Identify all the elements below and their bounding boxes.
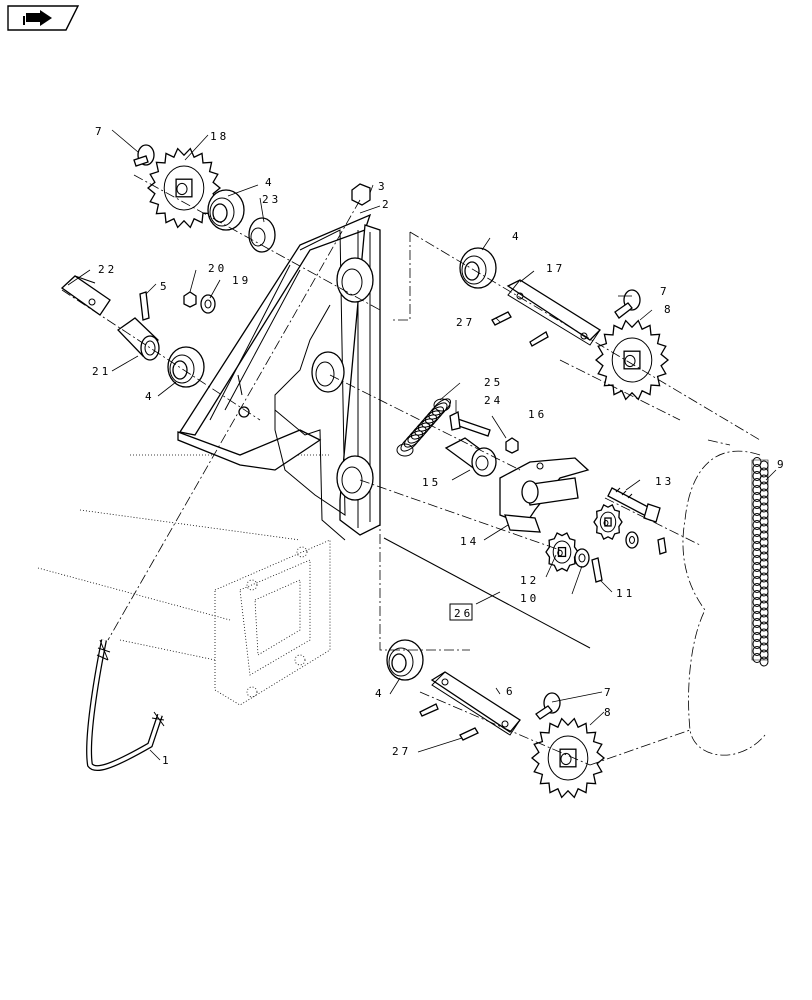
callout-4: 4 <box>512 230 522 243</box>
callout-19: 19 <box>232 274 251 287</box>
callout-8: 8 <box>664 303 674 316</box>
callout-14: 14 <box>460 535 479 548</box>
callout-11: 11 <box>616 587 635 600</box>
part-chain <box>751 457 769 667</box>
callout-12: 12 <box>520 574 539 587</box>
callout-1: 1 <box>162 754 172 767</box>
callout-3: 3 <box>378 180 388 193</box>
callout-10: 10 <box>520 592 539 605</box>
callout-27: 27 <box>392 745 411 758</box>
callout-4: 4 <box>145 390 155 403</box>
part-sprocket-upper <box>146 147 222 229</box>
part-sprocket-lower <box>530 717 606 799</box>
part-bushing-23 <box>248 217 276 253</box>
sprocket-12-b-gear <box>593 504 623 540</box>
part-idler-plate-14 <box>499 457 590 533</box>
part-nut-16 <box>505 437 519 454</box>
callout-23: 23 <box>262 193 281 206</box>
part-sprocket-upper-right <box>594 319 670 401</box>
assembly-centerlines <box>61 174 761 766</box>
sprocket-18-gear <box>146 147 222 229</box>
part-washer-19 <box>200 294 216 314</box>
part-collar-21 <box>117 317 160 361</box>
callout-16: 16 <box>528 408 547 421</box>
part-shaft-6 <box>419 671 521 736</box>
callout-4: 4 <box>265 176 275 189</box>
part-bushing-15 <box>444 437 497 477</box>
callout-26: 26 <box>454 607 473 620</box>
callout-7: 7 <box>95 125 105 138</box>
page-nav-button[interactable] <box>7 5 80 31</box>
callout-21: 21 <box>92 365 111 378</box>
part-tube-housing <box>37 454 331 706</box>
part-nut <box>351 183 371 206</box>
part-clip-lower <box>535 692 561 720</box>
part-nut-20 <box>183 291 197 308</box>
part-cotter-pin-11 <box>591 537 667 583</box>
callout-7: 7 <box>660 285 670 298</box>
callout-5: 5 <box>160 280 170 293</box>
callout-2: 2 <box>382 198 392 211</box>
callout-4: 4 <box>375 687 385 700</box>
callout-22: 22 <box>98 263 117 276</box>
part-bearing-lower <box>386 639 424 681</box>
part-bearing-upper <box>207 189 245 231</box>
part-clip-upper-right <box>614 289 641 319</box>
part-bolt-24 <box>449 411 491 437</box>
callout-7: 7 <box>604 686 614 699</box>
part-pin-5 <box>139 291 150 321</box>
callout-24: 24 <box>484 394 503 407</box>
part-spring-25 <box>396 398 452 457</box>
part-bearing-left <box>167 346 205 388</box>
callout-13: 13 <box>655 475 674 488</box>
sprocket-12-a-gear <box>545 532 579 572</box>
sprocket-8-upper-gear <box>594 319 670 401</box>
leader-lines <box>67 129 777 761</box>
callout-labels: 7 18 4 23 3 2 4 17 7 8 22 5 20 19 27 21 … <box>92 125 787 767</box>
callout-8: 8 <box>604 706 614 719</box>
callout-25: 25 <box>484 376 503 389</box>
sprocket-8-lower-gear <box>530 717 606 799</box>
callout-20: 20 <box>208 262 227 275</box>
part-bearing-upper-right <box>459 247 497 289</box>
reference-box-26 <box>449 603 473 621</box>
callout-6: 6 <box>506 685 516 698</box>
callout-27: 27 <box>456 316 475 329</box>
part-bolt-13 <box>607 487 661 523</box>
part-u-bolt <box>86 639 165 772</box>
callout-15: 15 <box>422 476 441 489</box>
part-pin-27-upper <box>491 311 512 326</box>
callout-17: 17 <box>546 262 565 275</box>
part-clip-upper <box>133 144 155 167</box>
page-nav-arrow-icon <box>23 10 52 26</box>
part-shaft-22 <box>60 275 111 316</box>
part-idler-sprocket-12 <box>545 504 623 572</box>
callout-18: 18 <box>210 130 229 143</box>
part-washer-10 <box>574 531 639 568</box>
part-pin-27-lower <box>459 727 479 741</box>
callout-9: 9 <box>777 458 787 471</box>
part-shaft-17 <box>506 279 602 347</box>
